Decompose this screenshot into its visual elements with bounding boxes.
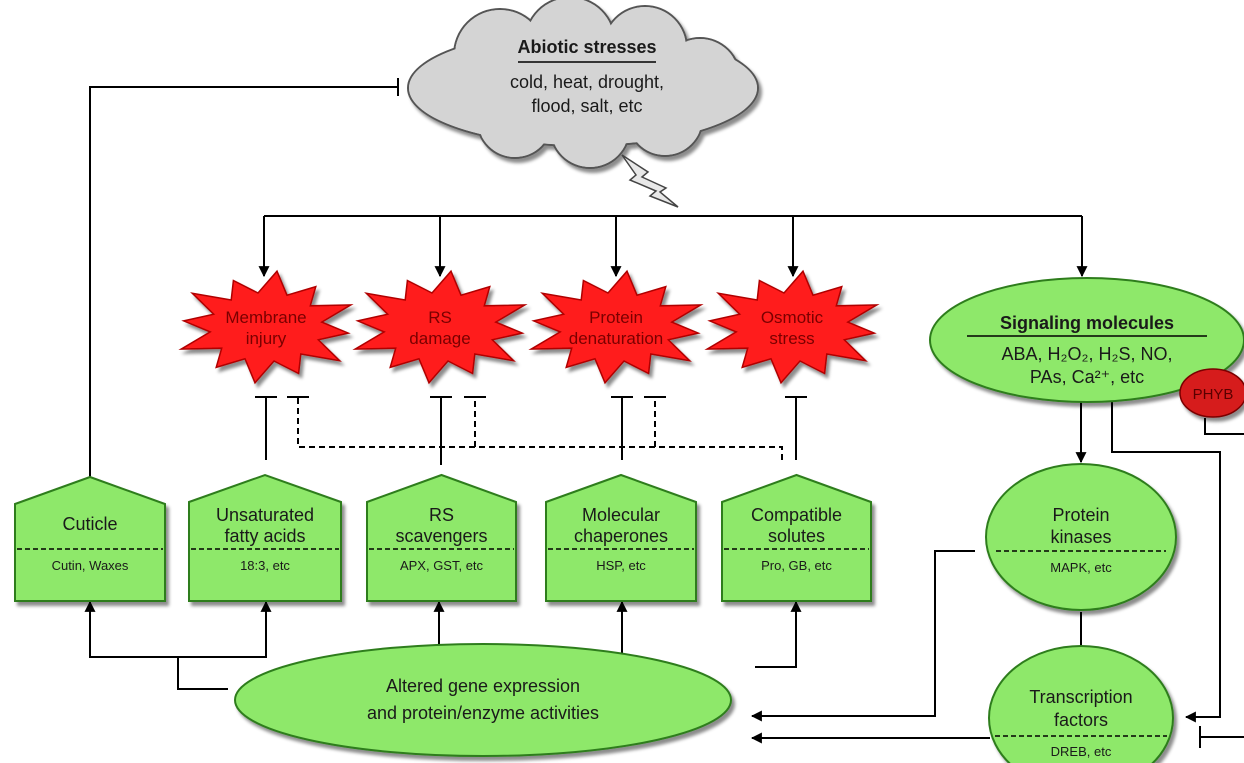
osmotic-stress-burst: Osmotic stress — [704, 269, 880, 385]
lightning-bolt-icon — [621, 154, 679, 208]
membrane-injury-label-line2: injury — [246, 329, 287, 348]
rs-damage-burst: RS damage — [352, 269, 528, 385]
signaling-to-tfactors-arrow — [1111, 400, 1221, 723]
phyb-node: PHYB — [1179, 368, 1244, 418]
cuticle-detail: Cutin, Waxes — [52, 558, 129, 573]
protein-denaturation-label-line2: denaturation — [569, 329, 664, 348]
signaling-molecules-node: Signaling molecules ABA, H₂O₂, H₂S, NO, … — [929, 277, 1244, 403]
signaling-line2: PAs, Ca²⁺, etc — [1030, 367, 1144, 387]
gene-line1: Altered gene expression — [386, 676, 580, 696]
transcription-factors-node: Transcription factors DREB, etc — [988, 645, 1174, 763]
rs-damage-label-line2: damage — [409, 329, 470, 348]
tfactors-detail: DREB, etc — [1051, 744, 1112, 759]
fatty-acids-title-line1: Unsaturated — [216, 505, 314, 525]
phyb-label: PHYB — [1193, 386, 1234, 403]
kinases-to-gene-arrow — [750, 550, 975, 722]
solutes-dashed-inhibition — [297, 397, 783, 460]
fatty-acids-detail: 18:3, etc — [240, 558, 290, 573]
molecular-chaperones-title-line2: chaperones — [574, 526, 668, 546]
tfactors-line2: factors — [1054, 710, 1108, 730]
protein-kinases-node: Protein kinases MAPK, etc — [985, 463, 1177, 611]
membrane-injury-label-line1: Membrane — [225, 308, 306, 327]
cloud-line2: flood, salt, etc — [531, 96, 642, 116]
tfactors-line1: Transcription — [1029, 687, 1132, 707]
compatible-solutes-title-line2: solutes — [768, 526, 825, 546]
molecular-chaperones-detail: HSP, etc — [596, 558, 646, 573]
cuticle-inhibits-stress-line — [89, 86, 398, 505]
rs-scavengers-detail: APX, GST, etc — [400, 558, 484, 573]
gene-line2: and protein/enzyme activities — [367, 703, 599, 723]
compatible-solutes-title-line1: Compatible — [751, 505, 842, 525]
abiotic-stress-cloud: Abiotic stresses cold, heat, drought, fl… — [407, 0, 759, 169]
cuticle-title-line1: Cuticle — [62, 514, 117, 534]
kinases-detail: MAPK, etc — [1050, 560, 1112, 575]
signaling-title: Signaling molecules — [1000, 313, 1174, 333]
rs-scavengers-title-line2: scavengers — [395, 526, 487, 546]
protein-denaturation-burst: Protein denaturation — [528, 269, 704, 385]
membrane-injury-burst: Membrane injury — [178, 269, 354, 385]
gene-expression-node: Altered gene expression and protein/enzy… — [234, 643, 732, 757]
cloud-line1: cold, heat, drought, — [510, 72, 664, 92]
osmotic-stress-label-line1: Osmotic — [761, 308, 824, 327]
kinases-line1: Protein — [1052, 505, 1109, 525]
fatty-acids-title-line2: fatty acids — [224, 526, 305, 546]
molecular-chaperones-title-line1: Molecular — [582, 505, 660, 525]
kinases-line2: kinases — [1050, 527, 1111, 547]
phyb-line — [1204, 418, 1244, 435]
osmotic-stress-label-line2: stress — [769, 329, 814, 348]
compatible-solutes-detail: Pro, GB, etc — [761, 558, 832, 573]
rs-damage-label-line1: RS — [428, 308, 452, 327]
gene-to-solutes-arrow — [755, 600, 802, 668]
protein-denaturation-label-line1: Protein — [589, 308, 643, 327]
cloud-title: Abiotic stresses — [517, 37, 656, 57]
rs-scavengers-title-line1: RS — [429, 505, 454, 525]
signaling-line1: ABA, H₂O₂, H₂S, NO, — [1002, 344, 1173, 364]
gene-to-fatty-acids-arrow — [178, 600, 272, 658]
gene-to-cuticle-arrow — [84, 600, 228, 690]
